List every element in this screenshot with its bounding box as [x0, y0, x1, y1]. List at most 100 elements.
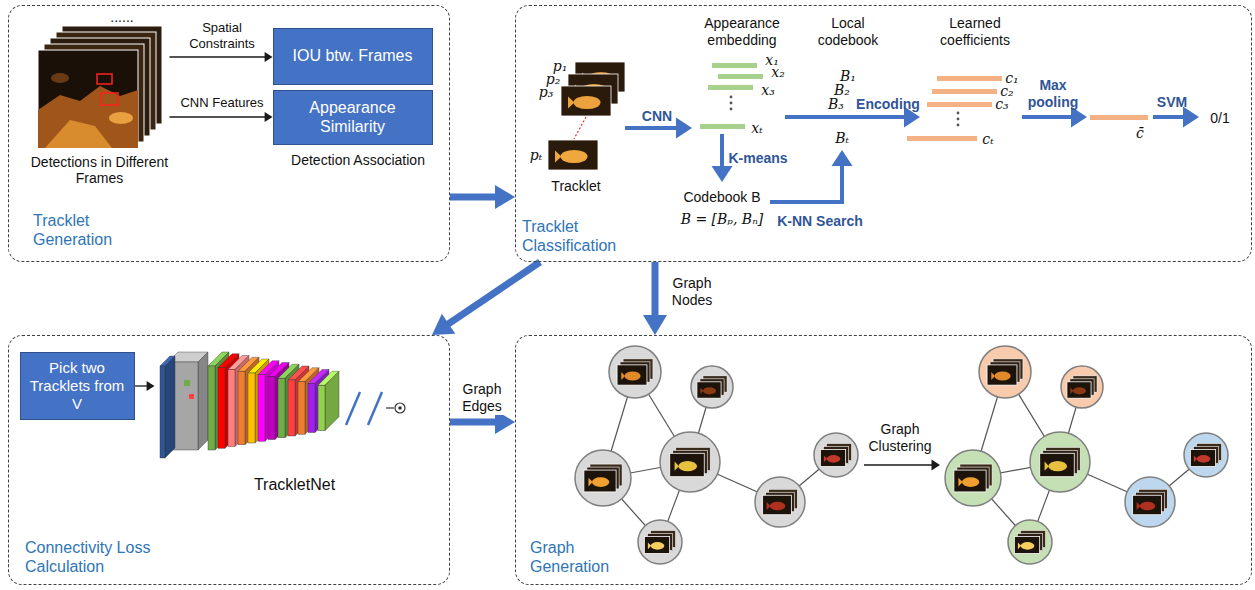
- caption: Appearance embedding: [696, 15, 788, 49]
- fish: [1197, 455, 1211, 463]
- math-symbol: B₃: [826, 96, 846, 113]
- fish: [625, 372, 641, 381]
- fish: [827, 455, 841, 463]
- label-holder: SVM: [1149, 94, 1195, 111]
- fish-tail: [1018, 542, 1021, 549]
- math-symbol: xₜ: [748, 120, 766, 137]
- graph-node: [575, 450, 631, 506]
- panel-title: Connectivity Loss Calculation: [25, 539, 185, 576]
- vector-bar: [932, 89, 997, 94]
- label-holder: Appearance embedding: [696, 15, 788, 49]
- graph-node: [945, 450, 1001, 506]
- math-symbol: B = [Bₚ, Bₙ]: [672, 211, 772, 228]
- coral-scene: [45, 120, 112, 148]
- image-frame: [548, 140, 598, 170]
- math-symbol: p₃: [537, 84, 555, 101]
- arrow-head: [712, 166, 733, 182]
- vector-bar: [927, 102, 992, 107]
- arrow-head: [1183, 107, 1199, 128]
- arrow-line: [444, 262, 540, 327]
- arrow-head: [832, 150, 853, 166]
- label-holder: Graph Clustering: [862, 421, 938, 455]
- fish-tail: [568, 97, 575, 109]
- fish: [995, 372, 1011, 381]
- arrow-line: [864, 464, 934, 466]
- layer-front: [298, 382, 305, 435]
- fish: [962, 477, 979, 487]
- label-holder: Tracklet: [541, 178, 611, 195]
- graph-node: [814, 433, 858, 477]
- caption: Learned coefficients: [933, 15, 1017, 49]
- operation-label: K-NN Search: [772, 213, 868, 230]
- arrow-line: [450, 419, 501, 426]
- arrow-line: [785, 115, 909, 119]
- label-holder: Graph Edges: [452, 381, 512, 415]
- operation-label: CNN: [632, 108, 682, 125]
- fish: [1048, 461, 1067, 471]
- fish-tail: [1194, 455, 1197, 462]
- layer-front: [268, 377, 275, 440]
- process-box: Appearance Similarity: [273, 90, 433, 145]
- image-frame: [561, 86, 611, 116]
- fish-tail: [991, 372, 995, 380]
- image-frame: [763, 495, 792, 515]
- ellipsis-dot: [730, 102, 733, 105]
- connector: [432, 262, 540, 335]
- caption: Graph Clustering: [862, 421, 938, 455]
- vector-bar: [700, 124, 745, 129]
- process-box: Pick two Tracklets from V: [20, 352, 135, 420]
- arrow-head: [676, 118, 692, 139]
- operation-label: Encoding: [855, 96, 921, 113]
- arrow-line: [170, 56, 267, 57]
- image-frame: [954, 470, 986, 492]
- layer-front: [238, 371, 245, 445]
- detection-box: [97, 74, 112, 84]
- label-holder: CNN Features: [172, 95, 272, 111]
- edge-label: CNN Features: [172, 95, 272, 111]
- fish: [770, 502, 786, 511]
- image-frame: [1040, 453, 1075, 476]
- image-frame: [1014, 536, 1039, 553]
- arrow-head: [265, 112, 273, 122]
- math-symbol: x₃: [759, 82, 777, 99]
- output-neuron: [395, 403, 405, 413]
- label-holder: Codebook B: [677, 189, 767, 206]
- panel-title: Graph Generation: [530, 539, 640, 576]
- graph-node: [1008, 520, 1052, 564]
- tracklet-graph: [945, 346, 1228, 564]
- arrow-line: [450, 194, 501, 201]
- graph-node: [979, 346, 1031, 398]
- layer-side: [198, 352, 208, 450]
- dense-layer: [346, 392, 360, 425]
- dense-layer: [368, 392, 382, 425]
- fish: [574, 96, 601, 109]
- label-holder: CNN: [632, 108, 682, 125]
- label-holder: cₜ: [979, 131, 997, 148]
- label-holder: Graph Nodes: [661, 275, 723, 309]
- caption: Local codebook: [812, 15, 884, 49]
- label-holder: B = [Bₚ, Bₙ]: [672, 211, 772, 228]
- fish-tail: [958, 478, 962, 487]
- image-frame: [617, 365, 647, 385]
- graph-node: [638, 520, 682, 564]
- label-holder: pₜ: [527, 147, 545, 164]
- image-frame: [1133, 495, 1162, 515]
- box-label: IOU btw. Frames: [292, 46, 412, 65]
- layer-front: [318, 385, 325, 431]
- process-box: IOU btw. Frames: [273, 28, 433, 85]
- ellipsis-dot: [957, 124, 960, 127]
- arrow-line: [170, 116, 267, 117]
- kernel-mark: [184, 380, 190, 386]
- ellipsis-dot: [957, 118, 960, 121]
- image-frame: [644, 536, 669, 553]
- connector: [170, 112, 273, 122]
- image-frame: [697, 382, 721, 398]
- fish-tail: [1045, 461, 1049, 470]
- arrow-head: [643, 315, 667, 335]
- fish-tail: [700, 388, 703, 395]
- layer-side: [325, 371, 339, 431]
- fish-tail: [555, 151, 562, 163]
